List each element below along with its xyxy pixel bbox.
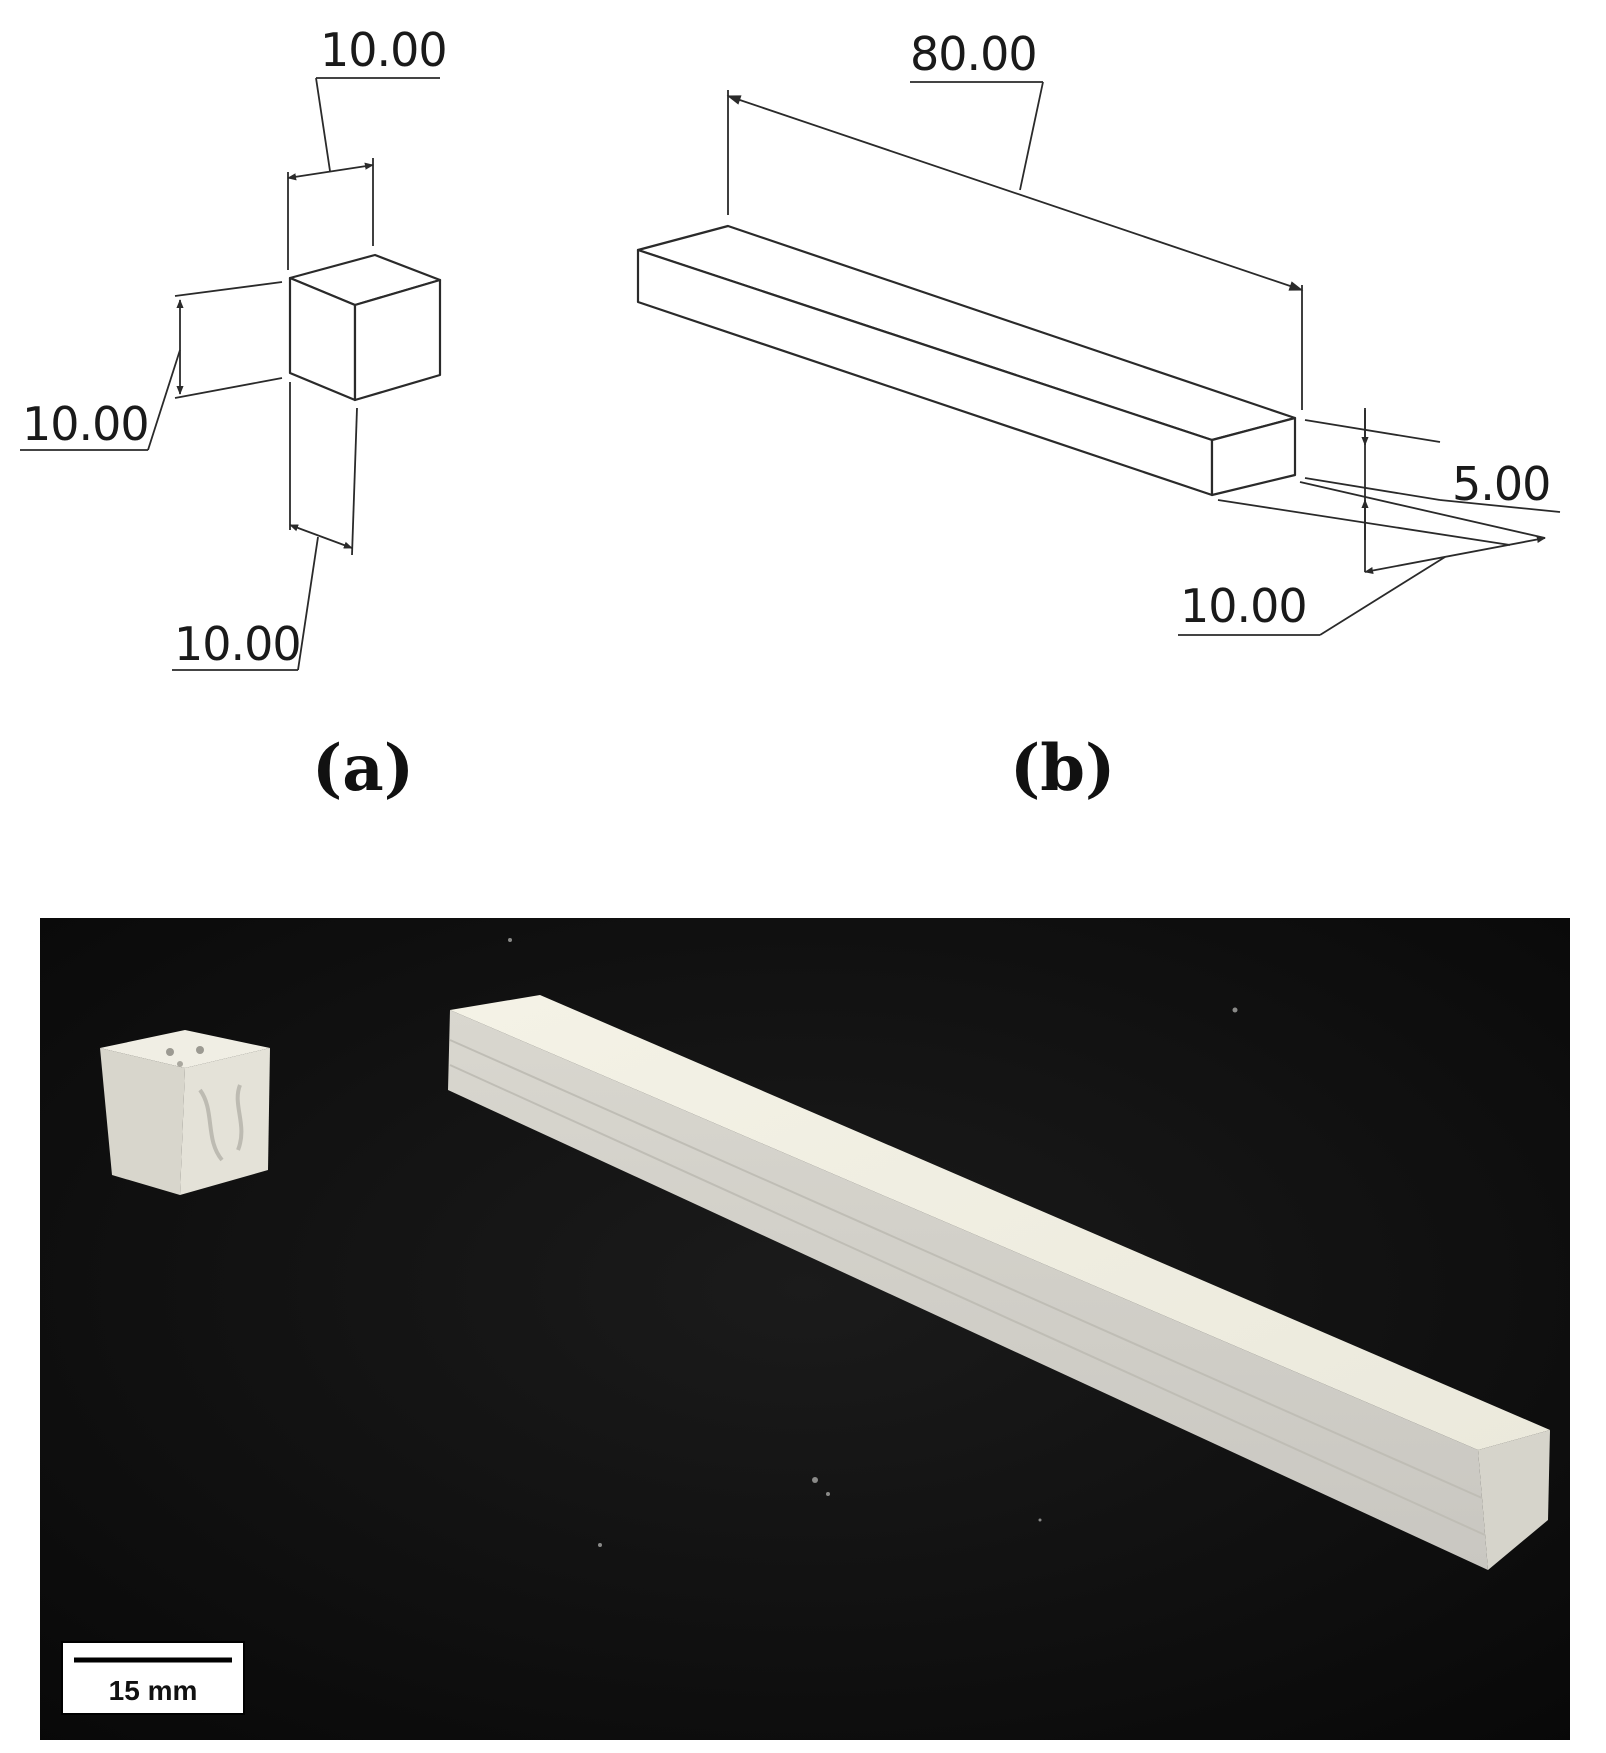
- bar-outline: [636, 224, 1297, 497]
- dim-a-top-label: 10.00: [320, 23, 447, 77]
- scale-bar-label: 15 mm: [109, 1675, 198, 1706]
- caption-b: (b): [1010, 731, 1115, 806]
- dim-a-left-label: 10.00: [22, 397, 149, 451]
- cube-specimen: [100, 1030, 270, 1195]
- dim-a-top-lines: [287, 77, 440, 270]
- dim-a-bottom-label: 10.00: [174, 617, 301, 671]
- dim-a-left-lines: [20, 281, 283, 451]
- caption-a: (a): [312, 731, 414, 806]
- diagram-b-bar-drawing: 80.00 5.00 10.00 (b): [636, 27, 1561, 806]
- dim-b-length-label: 80.00: [910, 27, 1037, 81]
- dust-specks: [508, 938, 1238, 1547]
- dim-b-length-lines: [726, 81, 1304, 410]
- diagram-a-cube-drawing: 10.00 10.00 10.00 (a): [20, 23, 448, 806]
- cube-outline: [288, 253, 442, 402]
- dim-b-width-lines: [1178, 481, 1546, 636]
- dim-a-bottom-lines: [172, 382, 358, 671]
- bar-specimen: [448, 995, 1550, 1570]
- specimen-photo: 15 mm: [40, 918, 1570, 1740]
- dim-b-height-label: 5.00: [1452, 457, 1550, 511]
- scale-bar: 15 mm: [61, 1641, 245, 1715]
- dim-b-width-label: 10.00: [1180, 579, 1307, 633]
